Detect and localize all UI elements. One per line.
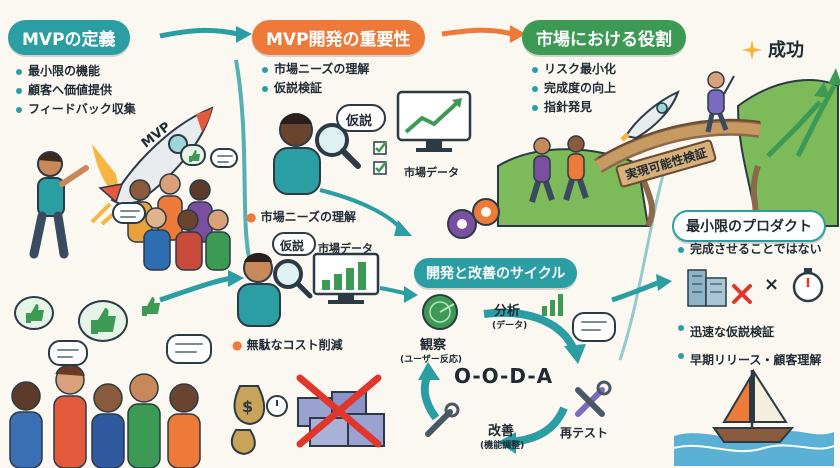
speech-bubble xyxy=(112,202,146,224)
list-item: 完成度の向上 xyxy=(532,79,616,98)
cycle-observe: 観察 xyxy=(420,338,447,353)
person-icon xyxy=(273,113,321,195)
sailboat-icon xyxy=(673,368,835,466)
person-icon xyxy=(705,71,735,133)
cycle-center: O-O-D-A xyxy=(454,364,554,388)
building-icon xyxy=(687,269,727,307)
list-item: フィードバック収集 xyxy=(16,100,136,119)
times-symbol: × xyxy=(764,274,780,295)
rocket-icon xyxy=(620,90,680,142)
minimal-product-list-2: 迅速な仮説検証 早期リリース・顧客理解 xyxy=(678,318,821,374)
mvp-definition-title: MVPの定義 xyxy=(8,20,130,55)
importance-title: MVP開発の重要性 xyxy=(252,20,425,55)
list-item: 早期リリース・顧客理解 xyxy=(678,346,821,374)
checkbox-icon xyxy=(373,141,387,175)
list-item: 市場ニーズの理解 xyxy=(262,60,369,79)
importance-list: 市場ニーズの理解 仮説検証 xyxy=(262,60,369,98)
list-item: 仮説検証 xyxy=(262,79,369,98)
hypothesis-text: 仮説 xyxy=(346,114,373,129)
monitor-chart-icon xyxy=(396,90,472,152)
market-data-label: 市場データ xyxy=(318,242,373,255)
cycle-observe-sub: (ユーザー反応) xyxy=(400,355,463,365)
box-icon xyxy=(296,374,385,448)
money-bag-icon: $ xyxy=(230,385,266,456)
needs-label: ● 市場ニーズの理解 xyxy=(246,210,357,224)
list-item: 指針発見 xyxy=(532,98,616,117)
cycle-improve-sub: (機能調整) xyxy=(480,441,525,451)
cycle-arrows xyxy=(418,308,586,454)
needs-label-text: 市場ニーズの理解 xyxy=(260,210,357,224)
thumbs-up-icon xyxy=(142,297,160,316)
cycle-title: 開発と改善のサイクル xyxy=(414,258,578,288)
thumbs-up-icon xyxy=(91,308,116,334)
market-data-label: 市場データ xyxy=(404,166,459,179)
person-icon xyxy=(29,151,89,259)
success-label: 成功 xyxy=(768,40,804,61)
hypothesis-text: 仮説 xyxy=(280,239,305,253)
thumbs-up-icon xyxy=(189,150,200,162)
thumbs-up-icon xyxy=(26,304,44,323)
svg-text:$: $ xyxy=(242,397,253,416)
person-icon xyxy=(237,253,281,327)
climbers-icon xyxy=(529,135,589,203)
monitor-chart-icon xyxy=(312,252,380,304)
chart-icon xyxy=(542,294,563,316)
cost-label: ● 無駄なコスト削減 xyxy=(232,338,343,352)
gear-icon xyxy=(447,198,500,239)
cycle-retest: 再テスト xyxy=(560,426,609,440)
speech-bubble xyxy=(166,334,212,364)
cycle-improve: 改善 xyxy=(488,424,515,439)
cross-icon xyxy=(732,284,752,304)
crowd-icon xyxy=(127,173,231,271)
wrench-icon xyxy=(575,380,612,417)
cycle-analyze-sub: (データ) xyxy=(492,321,528,331)
list-item: リスク最小化 xyxy=(532,60,616,79)
radar-icon xyxy=(422,294,458,330)
cycle-analyze: 分析 xyxy=(494,304,521,319)
hypothesis-bubble: 仮説 xyxy=(272,232,316,256)
market-role-list: リスク最小化 完成度の向上 指針発見 xyxy=(532,60,616,117)
crowd-icon xyxy=(9,364,201,468)
thumbs-up-bubble xyxy=(180,144,206,166)
mvp-definition-list: 最小限の機能 顧客へ価値提供 フィードバック収集 xyxy=(16,62,136,119)
cost-label-text: 無駄なコスト削減 xyxy=(246,338,343,352)
list-item: 完成させることではない xyxy=(678,240,822,259)
minimal-product-list: 完成させることではない xyxy=(678,240,822,259)
hypothesis-bubble: 仮説 xyxy=(336,104,386,132)
market-role-title: 市場における役割 xyxy=(522,20,686,55)
list-item: 最小限の機能 xyxy=(16,62,136,81)
stopwatch-icon xyxy=(792,268,824,303)
speech-bubble xyxy=(210,148,238,168)
thumbs-up-bubble xyxy=(14,296,54,330)
list-item: 迅速な仮説検証 xyxy=(678,318,821,346)
magnifier-icon xyxy=(273,259,313,299)
thumbs-up-bubble xyxy=(78,300,128,342)
minimal-product-title: 最小限のプロダクト xyxy=(672,210,826,242)
list-item: 顧客へ価値提供 xyxy=(16,81,136,100)
sparkle-icon xyxy=(742,40,762,60)
magnifier-icon xyxy=(315,123,361,169)
stopwatch-icon xyxy=(266,395,288,417)
speech-bubble xyxy=(572,312,616,342)
wrench-icon xyxy=(425,402,460,437)
